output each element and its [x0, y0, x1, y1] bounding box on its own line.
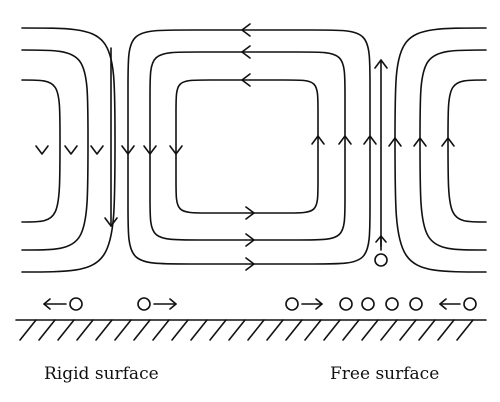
central-downflow [104, 47, 118, 227]
up-arrow-icon [311, 135, 325, 145]
side-up-arrows [311, 135, 377, 145]
right-arrow-icon [315, 298, 323, 310]
rigid-surface-particles [43, 297, 177, 311]
particle [463, 297, 477, 311]
hatch-mark [38, 319, 56, 341]
hatch-mark [380, 319, 398, 341]
left-arrow-icon [241, 73, 251, 87]
hatch-mark [361, 319, 379, 341]
hatch-mark [285, 319, 303, 341]
down-arrow-icon [90, 145, 104, 155]
bottom-right-arrows [245, 206, 255, 271]
right-streamline-outer [394, 27, 487, 273]
side-down-arrows [121, 145, 183, 155]
up-arrow-icon [375, 235, 387, 243]
surface-hatching [19, 319, 474, 341]
right-up-arrows [388, 137, 455, 147]
hatch-mark [418, 319, 436, 341]
up-arrow-icon [413, 137, 427, 147]
down-arrow-icon [143, 145, 157, 155]
central-streamline-outer [127, 29, 371, 265]
central-streamline-inner [175, 79, 319, 214]
rigid-surface-label: Rigid surface [44, 364, 159, 384]
up-arrow-icon [374, 59, 388, 69]
hatch-mark [304, 319, 322, 341]
hatch-mark [456, 319, 474, 341]
left-down-arrows [35, 145, 104, 155]
down-arrow-icon [104, 217, 118, 227]
hatch-mark [190, 319, 208, 341]
hatch-mark [19, 319, 37, 341]
up-arrow-icon [338, 135, 352, 145]
hatch-mark [114, 319, 132, 341]
free-surface-particles [285, 297, 477, 311]
hatch-mark [95, 319, 113, 341]
hatch-mark [57, 319, 75, 341]
left-vortex-cell [21, 27, 116, 273]
right-arrow-icon [245, 257, 255, 271]
hatch-mark [133, 319, 151, 341]
left-arrow-icon [43, 298, 51, 310]
particle [409, 297, 423, 311]
central-upflow [374, 59, 388, 267]
right-vortex-cell [388, 27, 487, 273]
down-arrow-icon [64, 145, 78, 155]
hatch-mark [342, 319, 360, 341]
left-arrow-icon [439, 298, 447, 310]
left-arrow-icon [241, 45, 251, 59]
hatch-mark [399, 319, 417, 341]
central-streamline-middle [149, 51, 346, 241]
left-arrow-icon [241, 23, 251, 37]
right-arrow-icon [245, 233, 255, 247]
right-streamline-inner [447, 79, 487, 223]
hatch-mark [171, 319, 189, 341]
up-arrow-icon [388, 137, 402, 147]
surface-boundary [15, 319, 487, 341]
top-left-arrows [241, 23, 251, 87]
left-streamline-middle [21, 49, 89, 251]
hatch-mark [152, 319, 170, 341]
hatch-mark [323, 319, 341, 341]
particle [137, 297, 151, 311]
right-arrow-icon [169, 298, 177, 310]
up-arrow-icon [441, 137, 455, 147]
down-arrow-icon [169, 145, 183, 155]
up-arrow-icon [363, 135, 377, 145]
particle [339, 297, 353, 311]
hatch-mark [266, 319, 284, 341]
hatch-mark [247, 319, 265, 341]
right-streamline-middle [419, 49, 487, 251]
left-streamline-inner [21, 79, 61, 223]
hatch-mark [76, 319, 94, 341]
left-streamline-outer [21, 27, 116, 273]
particle [385, 297, 399, 311]
right-arrow-icon [245, 206, 255, 220]
rising-bubble [374, 253, 388, 267]
hatch-mark [228, 319, 246, 341]
particle [69, 297, 83, 311]
hatch-mark [437, 319, 455, 341]
down-arrow-icon [121, 145, 135, 155]
particle [285, 297, 299, 311]
down-arrow-icon [35, 145, 49, 155]
particle [361, 297, 375, 311]
hatch-mark [209, 319, 227, 341]
free-surface-label: Free surface [330, 364, 440, 384]
central-vortex-cell [121, 23, 377, 271]
